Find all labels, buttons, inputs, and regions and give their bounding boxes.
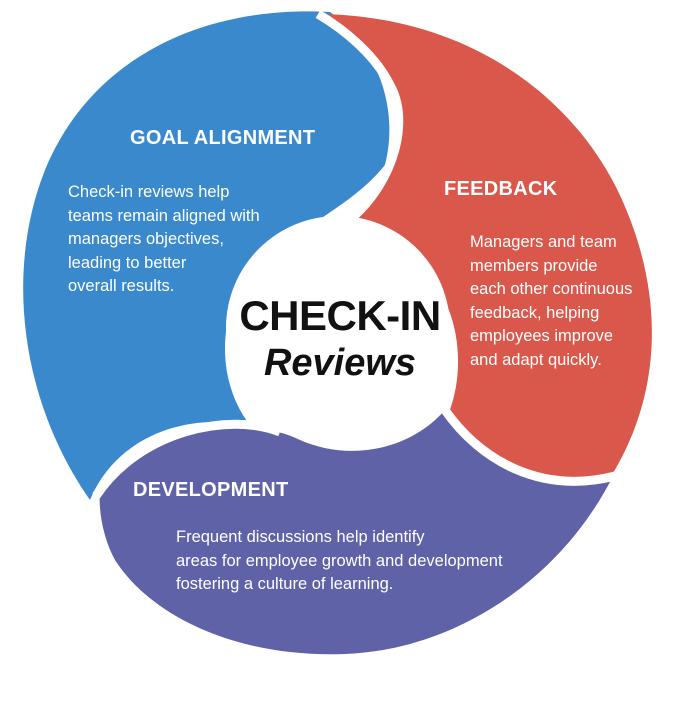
development-heading: DEVELOPMENT <box>133 479 289 501</box>
development-text: Frequent discussions help identify areas… <box>176 528 503 593</box>
segment-divider <box>315 10 404 222</box>
segment-divider <box>441 407 617 486</box>
goal-alignment-segment <box>23 11 390 500</box>
center-circle <box>226 216 450 440</box>
feedback-heading: FEEDBACK <box>444 178 558 200</box>
goal-alignment-heading: GOAL ALIGNMENT <box>130 127 316 149</box>
goal-alignment-text: Check-in reviews help teams remain align… <box>68 183 260 295</box>
center-title: CHECK-IN <box>239 292 441 339</box>
center-subtitle: Reviews <box>263 342 417 384</box>
segment-divider <box>92 419 282 499</box>
feedback-text: Managers and team members provide each o… <box>470 233 633 369</box>
development-segment <box>99 410 613 655</box>
